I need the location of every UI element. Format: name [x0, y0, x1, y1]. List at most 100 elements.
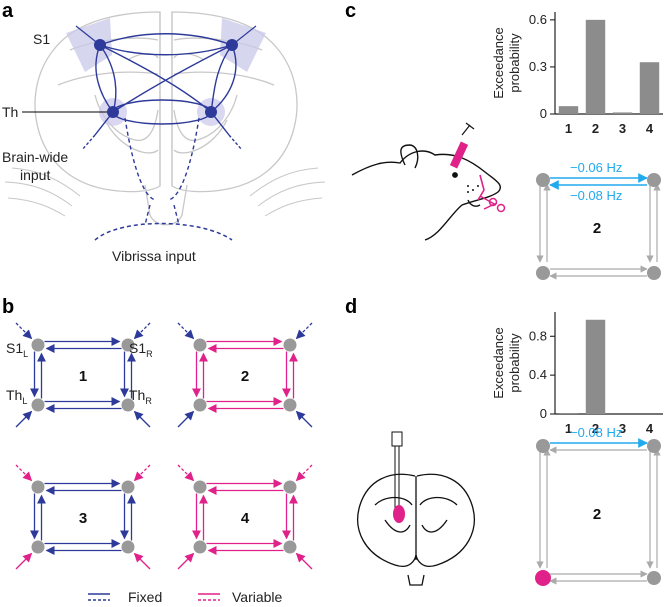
model-3-input [15, 552, 33, 570]
chart-c-category-label: 1 [565, 121, 572, 136]
model-2-input [177, 322, 195, 340]
model-grid: 1 2 3 4 [15, 322, 313, 570]
network-c-node-thr [647, 266, 661, 280]
model-4-node [193, 540, 207, 554]
panel-d-label: d [345, 296, 357, 318]
chart-c-bar [585, 19, 606, 114]
network-d-model-number: 2 [593, 506, 601, 523]
chart-d-category-label: 4 [646, 421, 654, 436]
legend-variable-label: Variable [232, 589, 283, 605]
s1-left-region [66, 18, 112, 72]
network-c: −0.06 Hz −0.08 Hz 2 [536, 160, 661, 280]
model-1-node [31, 338, 45, 352]
model-2-node [283, 338, 297, 352]
chart-d-category-label: 3 [619, 421, 626, 436]
rate-d-top: −0.08 Hz [570, 425, 622, 440]
s1-right-region [220, 18, 266, 72]
model-3-input [15, 464, 33, 482]
network-c-model-number: 2 [593, 220, 601, 237]
chart-d-ytick-label: 0.8 [529, 328, 547, 343]
circuit [75, 25, 257, 241]
chart-c-bar [558, 106, 579, 114]
th-r-label: ThR [129, 387, 152, 406]
model-3-node [121, 540, 135, 554]
legend-fixed-label: Fixed [128, 589, 162, 605]
chart-d-ylabel-line2: probability [507, 333, 522, 393]
scissors-icon [479, 195, 506, 213]
model-4-input [295, 552, 313, 570]
s1-r-label: S1R [129, 340, 153, 359]
chart-d-ylabel-line1: Exceedance [491, 327, 506, 399]
th-right-node [205, 106, 217, 118]
model-4-input [295, 464, 313, 482]
rate-c-bottom: −0.08 Hz [570, 188, 622, 203]
model-4-node [193, 480, 207, 494]
coronal-slice-illustration [357, 473, 475, 586]
model-3-node [31, 540, 45, 554]
s1-left-node [94, 39, 106, 51]
s1-right-node [226, 39, 238, 51]
brainwide-label-line1: Brain-wide [2, 149, 68, 165]
chart-c-ylabel-line2: probability [507, 33, 522, 93]
model-4-node [283, 540, 297, 554]
whiskers [4, 167, 326, 217]
model-1: 1 [15, 322, 151, 428]
chart-c-ytick-label: 0 [540, 106, 547, 121]
chart-d-bar [558, 413, 579, 414]
network-d-node-s1r [647, 439, 661, 453]
rate-c-top: −0.06 Hz [570, 160, 622, 175]
model-2-input [295, 322, 313, 340]
model-4-node [283, 480, 297, 494]
th-l-label: ThL [6, 387, 27, 406]
s1-l-label: S1L [6, 340, 28, 359]
model-3: 3 [15, 464, 151, 570]
s1-label: S1 [33, 31, 50, 47]
model-1-node [31, 398, 45, 412]
network-c-node-s1l [536, 173, 550, 187]
model-2-input [295, 410, 313, 428]
model-3-node [121, 480, 135, 494]
model-4-input [177, 552, 195, 570]
model-2: 2 [177, 322, 313, 428]
whisker-marks [467, 185, 479, 193]
model-2-node [193, 398, 207, 412]
chart-c-ylabel-line1: Exceedance [491, 27, 506, 99]
chart-d-ytick-label: 0 [540, 406, 547, 421]
panel-b-label: b [2, 296, 14, 318]
model-2-number: 2 [241, 368, 249, 385]
panel-a-label: a [2, 0, 14, 22]
model-1-input [15, 322, 33, 340]
network-d-node-thl-stimulated [535, 570, 551, 586]
model-1-input [133, 410, 151, 428]
model-1-input [15, 410, 33, 428]
network-c-node-s1r [647, 173, 661, 187]
network-d-node-s1l [536, 439, 550, 453]
chart-c-category-label: 4 [646, 121, 654, 136]
chart-c-ytick-label: 0.6 [529, 12, 547, 27]
network-d: −0.08 Hz 2 [535, 425, 661, 586]
chart-c-category-label: 2 [592, 121, 599, 136]
panel-c-label: c [345, 0, 356, 22]
model-1-node [121, 398, 135, 412]
model-3-node [31, 480, 45, 494]
model-1-number: 1 [79, 368, 87, 385]
model-3-input [133, 464, 151, 482]
chart-d-ytick-label: 0.4 [529, 367, 547, 382]
chart-d-bar [585, 319, 606, 414]
model-3-input [133, 552, 151, 570]
chart-c-ytick-label: 0.3 [529, 59, 547, 74]
chart-c-category-label: 3 [619, 121, 626, 136]
model-4-number: 4 [241, 510, 250, 527]
model-2-input [177, 410, 195, 428]
model-1-node [121, 338, 135, 352]
network-d-node-thr [647, 571, 661, 585]
chart-c-bar [639, 62, 660, 114]
model-1-input [133, 322, 151, 340]
th-left-node [107, 106, 119, 118]
chart-d-category-label: 1 [565, 421, 572, 436]
network-c-node-thl [536, 266, 550, 280]
